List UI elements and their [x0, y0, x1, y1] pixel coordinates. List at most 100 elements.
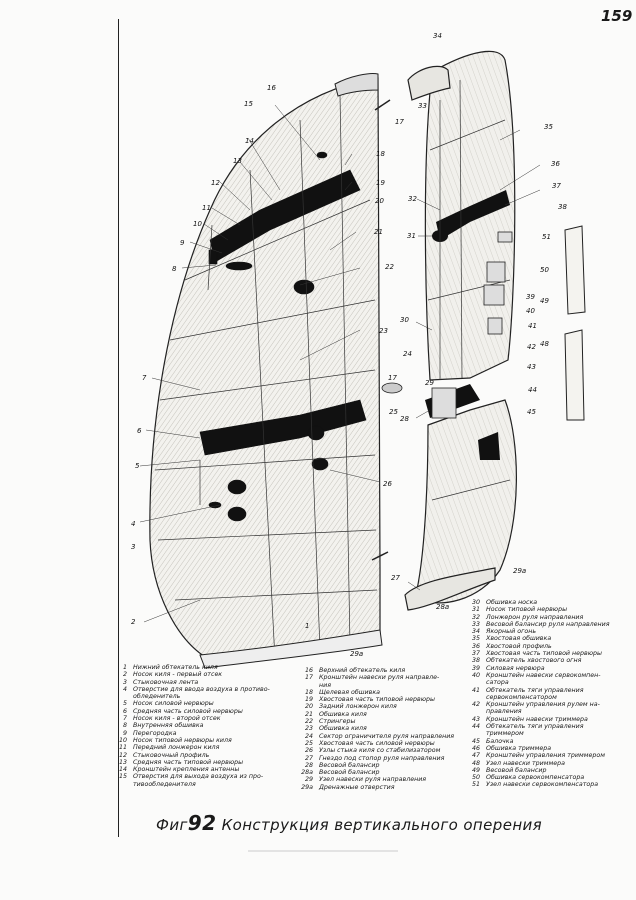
callout: 33	[418, 102, 427, 110]
caption-prefix: Фиг	[156, 816, 188, 834]
callout: 23	[379, 327, 388, 335]
legend-number: 31	[471, 606, 480, 614]
callout: 38	[558, 203, 567, 211]
callout: 32	[408, 195, 417, 203]
callout: 44	[528, 386, 537, 394]
control-brackets	[381, 231, 513, 419]
legend-number: 25	[304, 739, 313, 747]
legend-text: триммером	[486, 730, 524, 738]
callout: 34	[433, 32, 442, 40]
legend-number: 34	[471, 628, 480, 636]
legend-number: 11	[118, 744, 127, 752]
legend-number: 42	[471, 701, 480, 709]
legend-row: 24 Сектор ограничителя руля направления	[299, 733, 454, 740]
legend-number: 16	[304, 667, 313, 674]
callout: 7	[142, 374, 147, 382]
legend-number: 7	[122, 715, 127, 723]
legend-text: Весовой балансир	[319, 761, 380, 769]
legend-row: тивообледенителя	[113, 781, 270, 788]
legend-text: Носок киля - первый отсек	[133, 671, 223, 679]
legend-text: Узел навески триммера	[486, 759, 565, 767]
tabs	[564, 225, 586, 421]
legend-row: 31 Носок типовой нервюры	[466, 606, 610, 613]
callout: 15	[244, 100, 253, 108]
legend-number: 6	[122, 707, 127, 715]
legend-text: Средняя часть типовой нервюры	[133, 758, 244, 766]
legend-number: 43	[471, 715, 480, 723]
legend-text: Весовой балансир	[486, 766, 547, 774]
legend-text: Узлы стыка киля со стабилизатором	[319, 747, 441, 755]
legend-text: Дренажные отверстия	[319, 783, 395, 791]
legend-text: Нижний обтекатель киля	[133, 664, 218, 671]
callout: 17	[395, 118, 404, 126]
legend-row: правления	[466, 708, 610, 715]
legend-number: 36	[471, 642, 480, 650]
legend-row: 36 Хвостовой профиль	[466, 643, 610, 650]
legend-number: 18	[304, 688, 313, 696]
callout: 29а	[513, 567, 526, 575]
callout: 5	[135, 462, 140, 470]
legend-text: Узел навески сервокомпенсатора	[486, 781, 599, 789]
legend-number: 47	[471, 752, 480, 760]
legend-row: 28 Весовой балансир	[299, 762, 454, 769]
page-frame-line	[118, 19, 619, 837]
legend-text: сатора	[486, 679, 509, 687]
legend-number: 46	[471, 744, 480, 752]
legend-number: 39	[471, 664, 480, 672]
legend-text: тивообледенителя	[133, 780, 196, 788]
legend-number: 40	[471, 671, 480, 679]
legend-text: Отверстия для выхода воздуха из про-	[133, 773, 264, 781]
legend-text: Весовой балансир	[319, 769, 380, 777]
legend-text: Кронштейн крепления антенны	[133, 766, 240, 774]
legend-text: Перегородка	[133, 729, 177, 737]
callout: 40	[526, 307, 535, 315]
callout: 1	[305, 622, 309, 630]
callout: 17	[388, 374, 397, 382]
legend-number: 49	[471, 766, 480, 774]
legend-number: 4	[122, 685, 127, 693]
legend-row: 46 Обшивка триммера	[466, 745, 610, 752]
legend-number: 37	[471, 650, 480, 658]
legend-text: Лонжерон руля направления	[486, 613, 584, 621]
legend-number: 24	[304, 732, 313, 740]
legend-number: 28	[304, 761, 313, 769]
legend-text: Хвостовой профиль	[486, 642, 552, 650]
callout: 43	[527, 363, 536, 371]
fin-lower-fairing	[199, 629, 383, 669]
legend-number: 32	[471, 613, 480, 621]
legend-number: 8	[122, 722, 127, 730]
callout: 35	[544, 123, 553, 131]
callout: 25	[389, 408, 398, 416]
legend-text: Сектор ограничителя руля направления	[319, 732, 455, 740]
legend-text: Обшивка триммера	[486, 744, 552, 752]
callout: 8	[172, 265, 177, 273]
legend-text: Кронштейн навески руля направле-	[319, 674, 440, 682]
legend-text: Носок типовой нервюры	[486, 606, 568, 614]
legend-text: Обшивка киля	[319, 710, 367, 718]
callout: 31	[407, 232, 416, 240]
legend-text: Средняя часть силовой нервюры	[133, 707, 243, 715]
callout: 29а	[350, 650, 363, 658]
fin-cutouts	[199, 151, 367, 522]
legend-text: Обтекатель хвостового огня	[486, 657, 582, 665]
legend-row: 25 Хвостовая часть силовой нервюры	[299, 740, 454, 747]
callout: 39	[526, 293, 535, 301]
legend-text: Хвостовая часть силовой нервюры	[319, 739, 435, 747]
callout: 49	[540, 297, 549, 305]
callout: 21	[374, 228, 383, 236]
legend-number: 51	[471, 781, 480, 789]
